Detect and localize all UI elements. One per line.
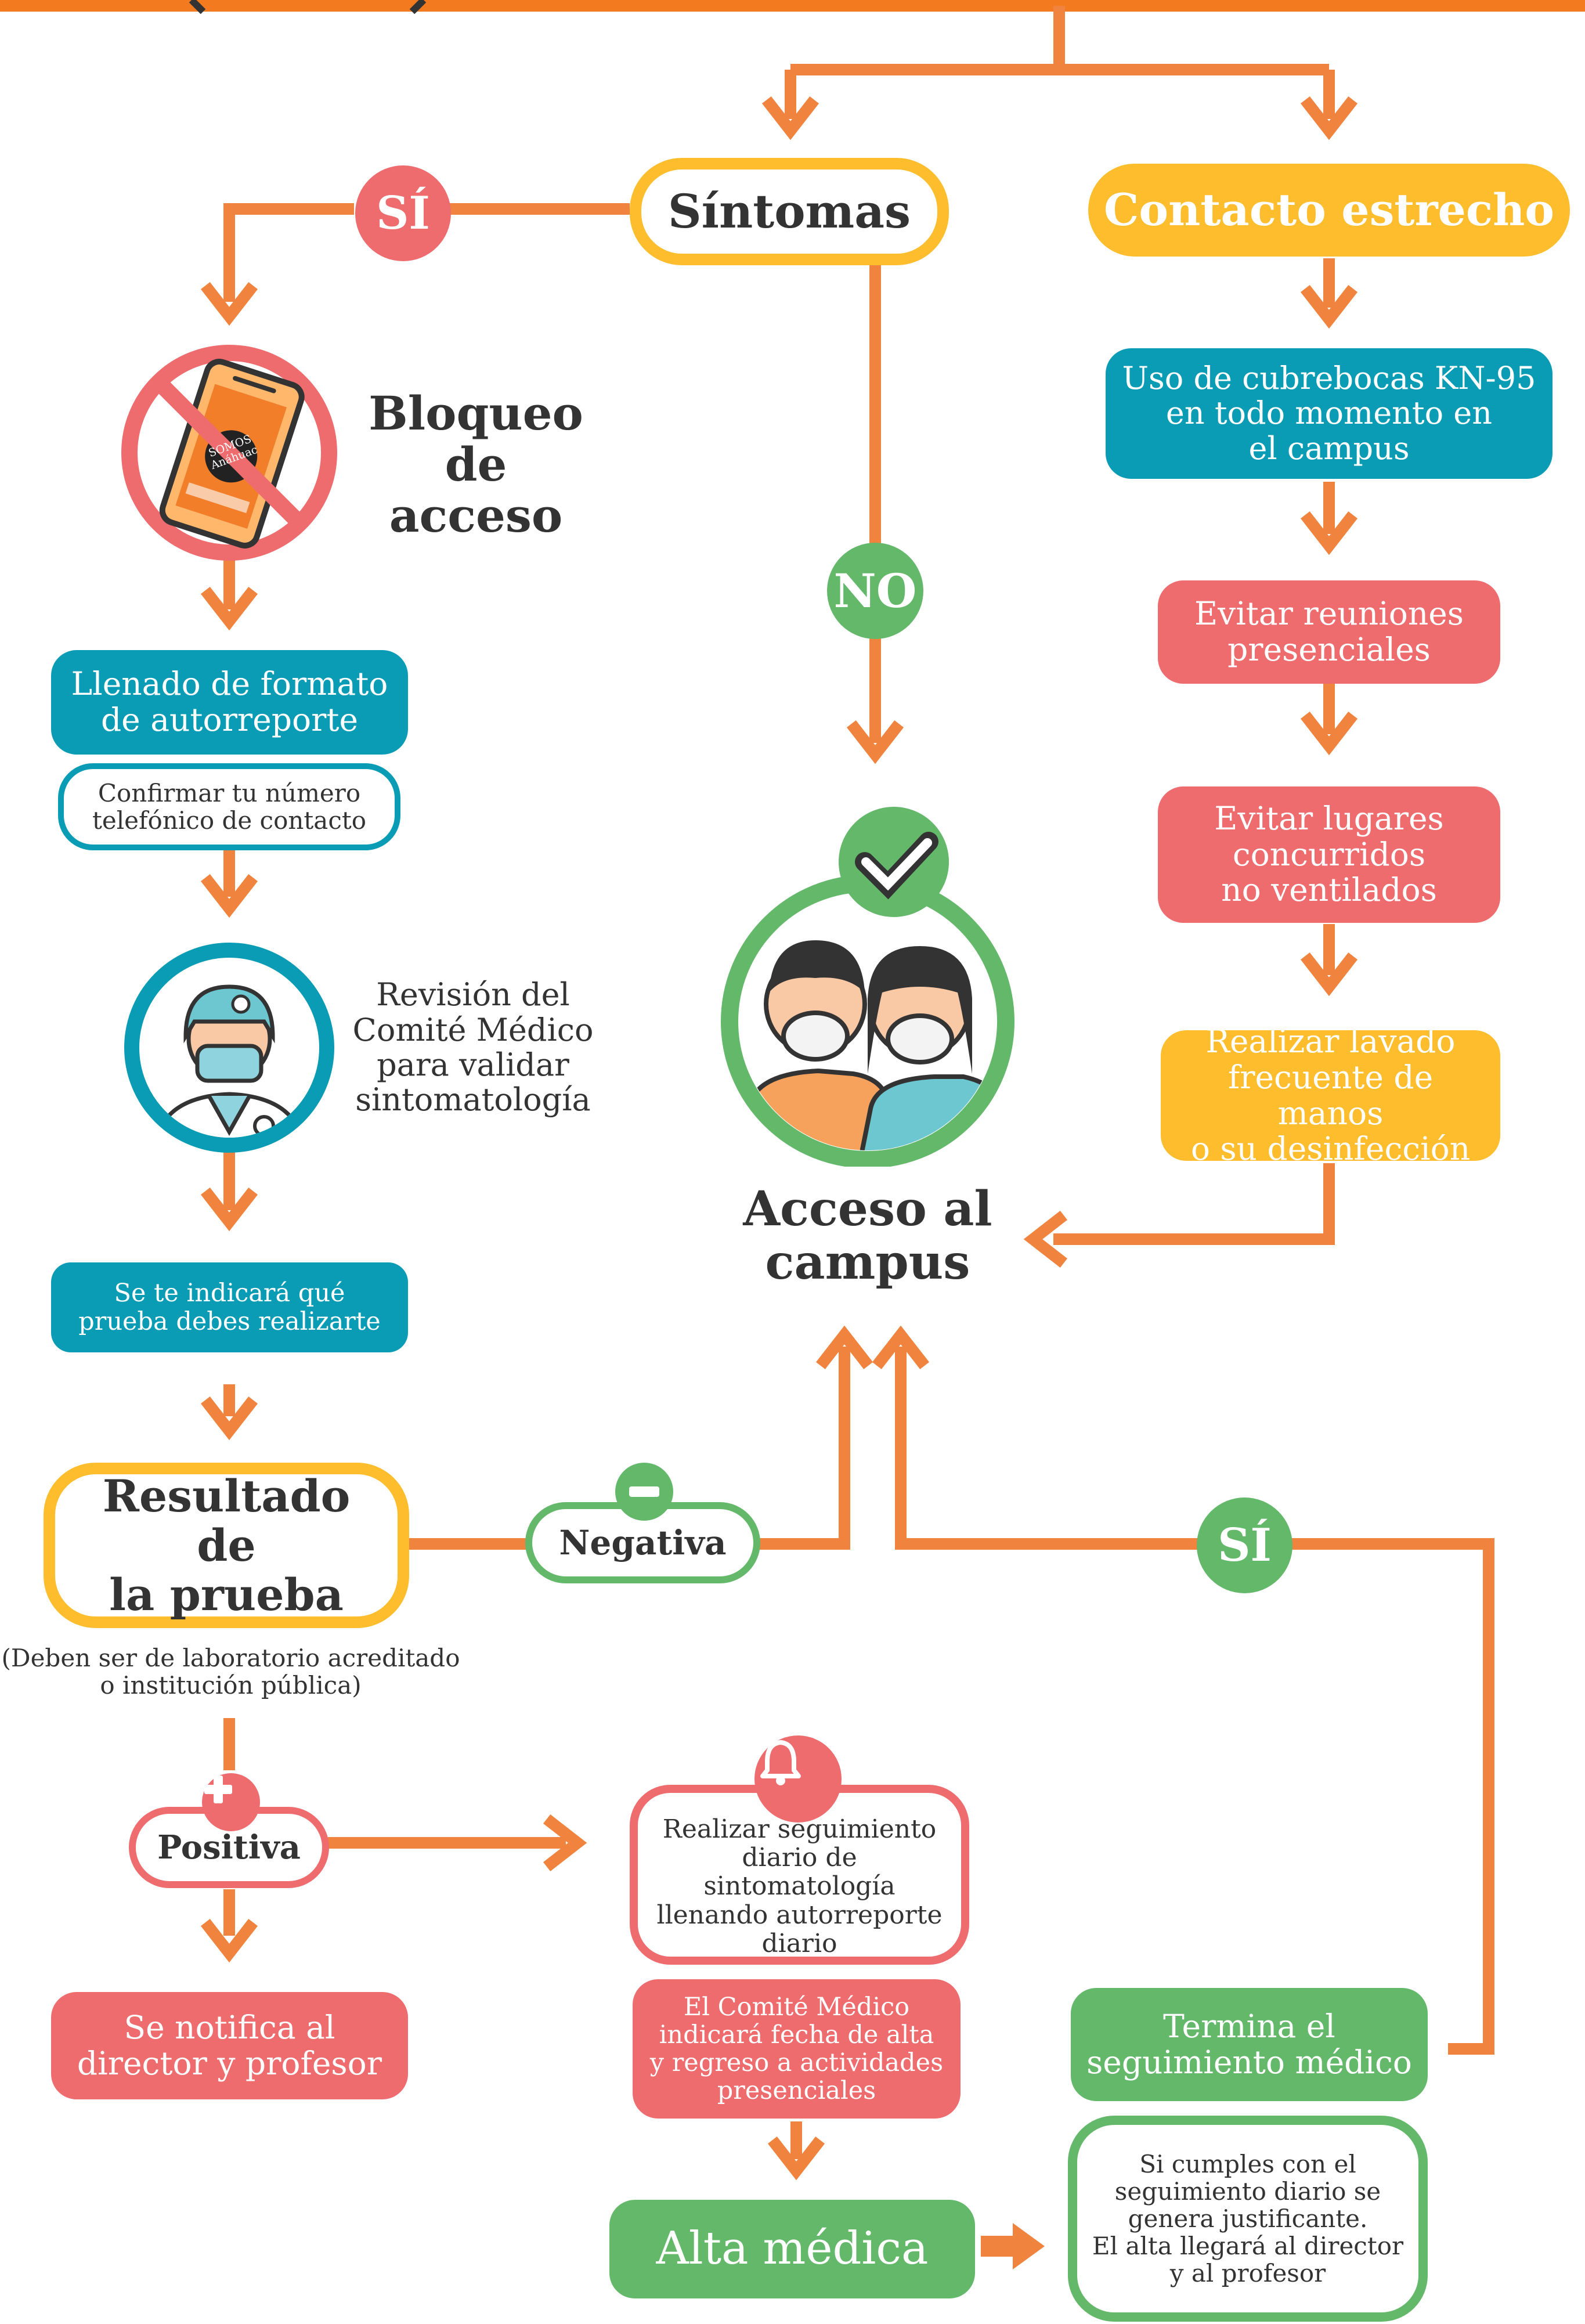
discharge-node: Alta médica xyxy=(609,2200,975,2298)
avoid-crowds-node: Evitar lugares concurridos no ventilados xyxy=(1158,786,1500,923)
positive-label: Positiva xyxy=(157,1828,301,1867)
notify-node: Se notifica al director y profesor xyxy=(51,1992,408,2099)
test-result-text: Resultado de la prueba xyxy=(102,1470,351,1621)
committee-date-node: El Comité Médico indicará fecha de alta … xyxy=(633,1979,961,2119)
yes-badge-right: SÍ xyxy=(1197,1497,1292,1593)
no-badge: NO xyxy=(827,543,923,639)
negative-label: Negativa xyxy=(559,1523,727,1562)
mask-text: Uso de cubrebocas KN-95 en todo momento … xyxy=(1122,359,1536,467)
plus-icon xyxy=(202,1773,260,1831)
justification-text: Si cumples con el seguimiento diario se … xyxy=(1092,2149,1404,2288)
test-indication-node: Se te indicará qué prueba debes realizar… xyxy=(51,1262,408,1352)
end-followup-text: Termina el seguimiento médico xyxy=(1086,2007,1412,2081)
handwash-node: Realizar lavado frecuente de manos o su … xyxy=(1161,1023,1500,1167)
avoid-crowds-text: Evitar lugares concurridos no ventilados xyxy=(1214,800,1444,909)
doctor-icon xyxy=(122,940,337,1155)
confirm-phone-text: Confirmar tu número telefónico de contac… xyxy=(92,778,367,835)
avoid-meetings-text: Evitar reuniones presenciales xyxy=(1194,595,1464,668)
no-label: NO xyxy=(833,564,917,618)
masked-people-icon xyxy=(714,807,1021,1167)
daily-followup-text: Realizar seguimiento diario de sintomato… xyxy=(656,1814,943,1958)
discharge-text: Alta médica xyxy=(656,2222,929,2275)
block-access-title: Bloqueo de acceso xyxy=(360,383,592,546)
handwash-text: Realizar lavado frecuente de manos o su … xyxy=(1190,1023,1471,1168)
symptoms-node: Síntomas xyxy=(630,158,949,265)
committee-review-text: Revisión del Comité Médico para validar … xyxy=(352,976,594,1118)
test-indication-text: Se te indicará qué prueba debes realizar… xyxy=(78,1279,381,1336)
bell-icon xyxy=(754,1735,842,1823)
notify-text: Se notifica al director y profesor xyxy=(77,2008,382,2082)
test-result-node: Resultado de la prueba xyxy=(44,1463,409,1628)
phone-blocked-icon: SOMOS Anáhuac xyxy=(119,342,340,563)
access-campus-label: Acceso al campus xyxy=(708,1178,1027,1294)
mask-node: Uso de cubrebocas KN-95 en todo momento … xyxy=(1106,348,1552,479)
close-contact-text: Contacto estrecho xyxy=(1103,184,1555,236)
lab-note-text: (Deben ser de laboratorio acreditado o i… xyxy=(1,1643,460,1699)
yes-left-label: SÍ xyxy=(376,187,430,240)
justification-node: Si cumples con el seguimiento diario se … xyxy=(1068,2116,1428,2322)
close-contact-node: Contacto estrecho xyxy=(1088,164,1570,257)
confirm-phone-node: Confirmar tu número telefónico de contac… xyxy=(58,763,400,850)
header-bar xyxy=(0,0,1585,12)
minus-icon xyxy=(615,1463,673,1521)
committee-date-text: El Comité Médico indicará fecha de alta … xyxy=(649,1992,944,2106)
connector-yes-left xyxy=(223,203,354,302)
access-text: Acceso al campus xyxy=(743,1181,992,1290)
yes-badge-left: SÍ xyxy=(355,165,451,261)
self-report-text: Llenado de formato de autorreporte xyxy=(71,665,388,738)
committee-review-label: Revisión del Comité Médico para validar … xyxy=(340,966,606,1129)
symptoms-label: Síntomas xyxy=(667,183,911,239)
end-followup-node: Termina el seguimiento médico xyxy=(1071,1988,1428,2101)
block-title-text: Bloqueo de acceso xyxy=(369,386,583,543)
yes-right-label: SÍ xyxy=(1218,1519,1272,1572)
lab-note: (Deben ser de laboratorio acreditado o i… xyxy=(0,1640,461,1704)
avoid-meetings-node: Evitar reuniones presenciales xyxy=(1158,580,1500,684)
self-report-node: Llenado de formato de autorreporte xyxy=(51,650,408,755)
